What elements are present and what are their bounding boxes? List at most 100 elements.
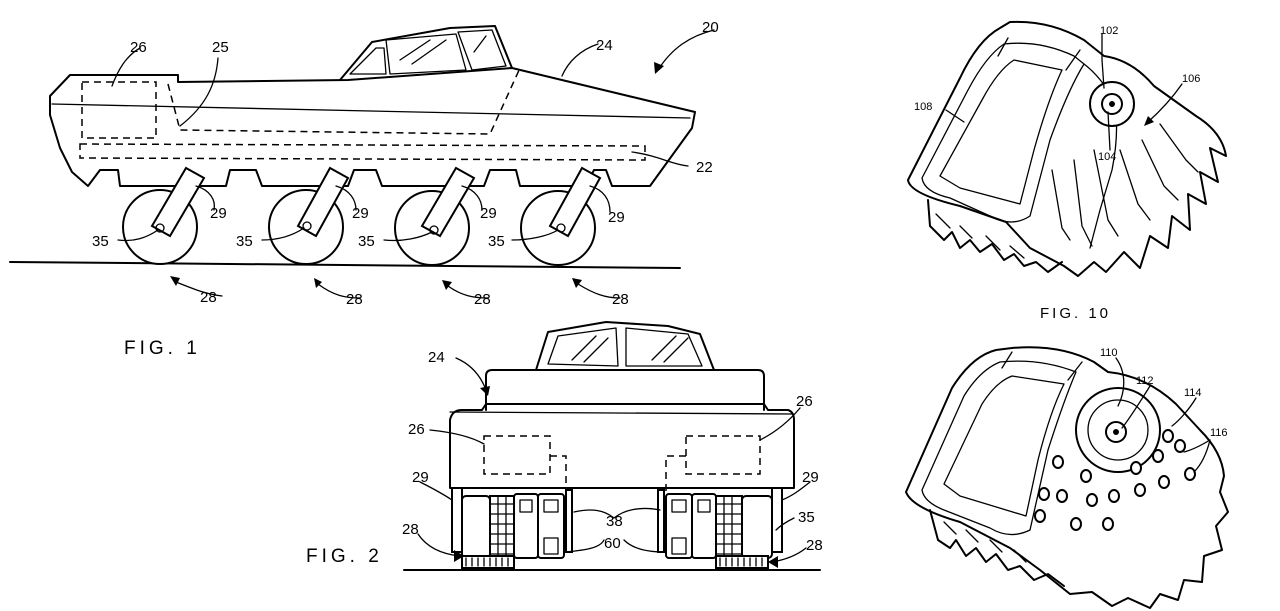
ref-102: 102: [1100, 25, 1118, 37]
ref-26: 26: [130, 39, 147, 56]
leader-28-c: [447, 285, 489, 299]
leader-35-b: [261, 227, 305, 241]
wheel-3: [394, 166, 476, 266]
canopy-window-right: [625, 327, 703, 367]
ref-28-d: 28: [612, 291, 629, 308]
leader-28-b: [317, 283, 361, 299]
leader-116: [1183, 439, 1211, 473]
ref-106: 106: [1182, 73, 1200, 85]
ref-28-b: 28: [346, 291, 363, 308]
leader-29-a: [195, 185, 216, 211]
ref-28-fig2-left: 28: [402, 521, 419, 538]
leader-26: [111, 47, 141, 87]
frame-22-outline: [79, 143, 646, 161]
fig2-front-view: 24 26 26 29 29 28 28 35 38 60 FIG. 2: [306, 321, 823, 571]
leader-29-left: [419, 481, 453, 501]
ref-24: 24: [596, 37, 613, 54]
undercarriage-right: [657, 487, 783, 569]
undercarriage-left: [451, 487, 573, 569]
leader-106: [1147, 83, 1183, 123]
ref-29-b: 29: [352, 205, 369, 222]
ref-108: 108: [914, 101, 932, 113]
leader-35-d: [511, 229, 559, 241]
leader-35-a: [117, 229, 159, 242]
ref-110: 110: [1100, 347, 1118, 359]
interior-25-outline: [167, 67, 521, 135]
leader-22: [631, 151, 689, 167]
leader-28-a: [175, 281, 223, 297]
leader-110: [1115, 357, 1125, 407]
leader-26-left: [429, 429, 485, 445]
leader-60: [565, 539, 665, 553]
leader-35-fig2: [775, 517, 795, 531]
ref-35-b: 35: [236, 233, 253, 250]
window-rear: [457, 29, 507, 71]
wheel-4: [520, 166, 602, 266]
leader-24: [561, 43, 599, 77]
ref-35-fig2: 35: [798, 509, 815, 526]
shoe2-body: [905, 346, 1229, 609]
shoe-body: [907, 20, 1227, 277]
fig2-caption: FIG. 2: [306, 546, 383, 567]
ref-112: 112: [1136, 375, 1154, 387]
holes-116: [1034, 429, 1196, 531]
ref-24-fig2: 24: [428, 349, 445, 366]
ref-25: 25: [212, 39, 229, 56]
ref-29-d: 29: [608, 209, 625, 226]
ref-114: 114: [1184, 387, 1202, 399]
ref-26-fig2-right: 26: [796, 393, 813, 410]
cabin: [339, 25, 513, 81]
leader-25: [179, 57, 219, 127]
ref-35-a: 35: [92, 233, 109, 250]
glare-3: [473, 35, 487, 53]
ground-line: [9, 261, 681, 269]
leader-24-fig2: [455, 357, 487, 391]
leader-26-right: [759, 407, 801, 441]
leader-29-right: [781, 481, 811, 501]
ref-29-fig2-right: 29: [802, 469, 819, 486]
leader-28-d: [577, 283, 621, 299]
canopy: [535, 321, 715, 371]
window-front: [349, 47, 387, 75]
module-26-left: [483, 435, 551, 475]
fig11-track-shoe: 110 112 114 116: [905, 346, 1229, 609]
module-26-right: [685, 435, 761, 475]
wheel-1: [122, 166, 206, 265]
leader-104: [1107, 111, 1111, 151]
fig1-side-view: 20 24 25 26 22 29 29 29 29 35 35 35 35 2…: [9, 19, 719, 359]
leader-20: [657, 29, 715, 71]
ref-28-a: 28: [200, 289, 217, 306]
vehicle-hull: [49, 67, 696, 187]
hull-beltline: [51, 103, 691, 119]
wheel-2: [268, 166, 350, 265]
leader-38: [573, 507, 661, 519]
ref-29-c: 29: [480, 205, 497, 222]
glare-2: [411, 39, 447, 65]
ref-28-fig2-right: 28: [806, 537, 823, 554]
ref-20: 20: [702, 19, 719, 36]
ref-22: 22: [696, 159, 713, 176]
shoe2-teeth: [929, 509, 1065, 587]
ref-35-c: 35: [358, 233, 375, 250]
leader-114: [1171, 397, 1197, 427]
ref-28-c: 28: [474, 291, 491, 308]
leader-29-d: [589, 185, 611, 213]
shoe-inner-rim: [921, 42, 1085, 223]
leader-102: [1101, 33, 1105, 89]
ref-60: 60: [604, 535, 621, 552]
shoe-teeth: [927, 199, 1063, 273]
fig10-track-shoe: 102 104 106 108 FIG. 10: [907, 20, 1227, 322]
window-mid: [385, 33, 467, 75]
module-26-outline: [81, 81, 157, 139]
ref-35-d: 35: [488, 233, 505, 250]
fig1-caption: FIG. 1: [124, 338, 201, 359]
leader-108: [945, 109, 965, 123]
ref-38: 38: [606, 513, 623, 530]
upper-body: [485, 369, 765, 411]
canopy-window-left: [547, 327, 619, 367]
glare-1: [399, 39, 431, 61]
ref-29-fig2-left: 29: [412, 469, 429, 486]
ref-29-a: 29: [210, 205, 227, 222]
fig10-caption: FIG. 10: [1040, 305, 1111, 322]
